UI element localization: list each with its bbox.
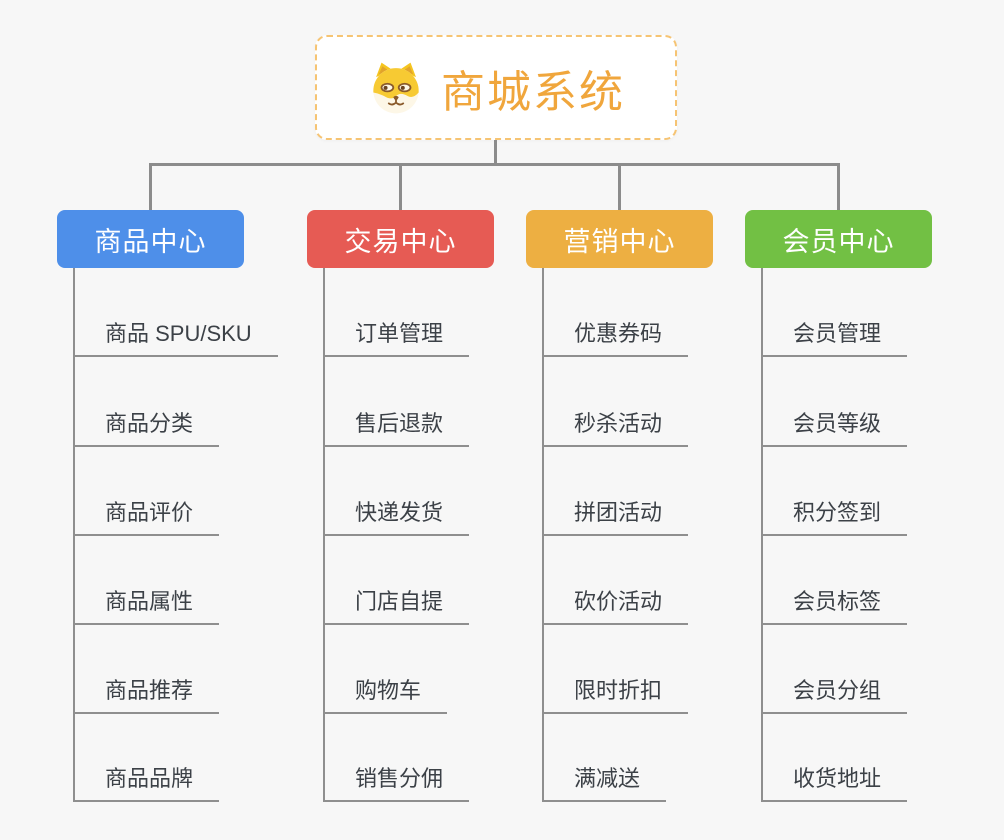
connector-horizontal-rail xyxy=(149,163,839,166)
branch-item[interactable]: 会员等级 xyxy=(763,407,908,447)
branch-item[interactable]: 订单管理 xyxy=(325,317,470,357)
branch-column-trade-center: 订单管理售后退款快递发货门店自提购物车销售分佣 xyxy=(323,268,553,802)
root-node[interactable]: 商城系统 xyxy=(315,35,677,140)
branch-item[interactable]: 会员标签 xyxy=(763,585,908,625)
branch-item[interactable]: 门店自提 xyxy=(325,585,470,625)
branch-item[interactable]: 会员管理 xyxy=(763,317,908,357)
branch-item[interactable]: 售后退款 xyxy=(325,407,470,447)
branch-item[interactable]: 商品评价 xyxy=(75,496,220,536)
connector-root-stem xyxy=(494,140,497,165)
branch-header-member-center[interactable]: 会员中心 xyxy=(745,210,932,268)
connector-drop-product-center xyxy=(149,163,152,210)
branch-header-trade-center[interactable]: 交易中心 xyxy=(307,210,494,268)
branch-item[interactable]: 商品品牌 xyxy=(75,762,220,802)
branch-item[interactable]: 积分签到 xyxy=(763,496,908,536)
connector-drop-member-center xyxy=(837,163,840,210)
branch-item[interactable]: 满减送 xyxy=(544,762,667,802)
connector-drop-trade-center xyxy=(399,163,402,210)
branch-item[interactable]: 收货地址 xyxy=(763,762,908,802)
branch-item[interactable]: 购物车 xyxy=(325,674,448,714)
dog-face-icon xyxy=(373,62,419,113)
branch-item[interactable]: 销售分佣 xyxy=(325,762,470,802)
branch-item[interactable]: 限时折扣 xyxy=(544,674,689,714)
branch-column-marketing-center: 优惠券码秒杀活动拼团活动砍价活动限时折扣满减送 xyxy=(542,268,772,802)
branch-item[interactable]: 商品属性 xyxy=(75,585,220,625)
root-title: 商城系统 xyxy=(441,67,625,117)
branch-item[interactable]: 砍价活动 xyxy=(544,585,689,625)
branch-column-member-center: 会员管理会员等级积分签到会员标签会员分组收货地址 xyxy=(761,268,991,802)
branch-column-product-center: 商品 SPU/SKU 商品分类商品评价商品属性商品推荐商品品牌 xyxy=(73,268,303,802)
branch-item[interactable]: 秒杀活动 xyxy=(544,407,689,447)
branch-item[interactable]: 快递发货 xyxy=(325,496,470,536)
branch-item[interactable]: 拼团活动 xyxy=(544,496,689,536)
connector-drop-marketing-center xyxy=(618,163,621,210)
branch-item[interactable]: 优惠券码 xyxy=(544,317,689,357)
branch-item[interactable]: 会员分组 xyxy=(763,674,908,714)
branch-item[interactable]: 商品 SPU/SKU xyxy=(75,317,278,357)
branch-header-product-center[interactable]: 商品中心 xyxy=(57,210,244,268)
branch-item[interactable]: 商品推荐 xyxy=(75,674,220,714)
branch-header-marketing-center[interactable]: 营销中心 xyxy=(526,210,713,268)
branch-item[interactable]: 商品分类 xyxy=(75,407,220,447)
